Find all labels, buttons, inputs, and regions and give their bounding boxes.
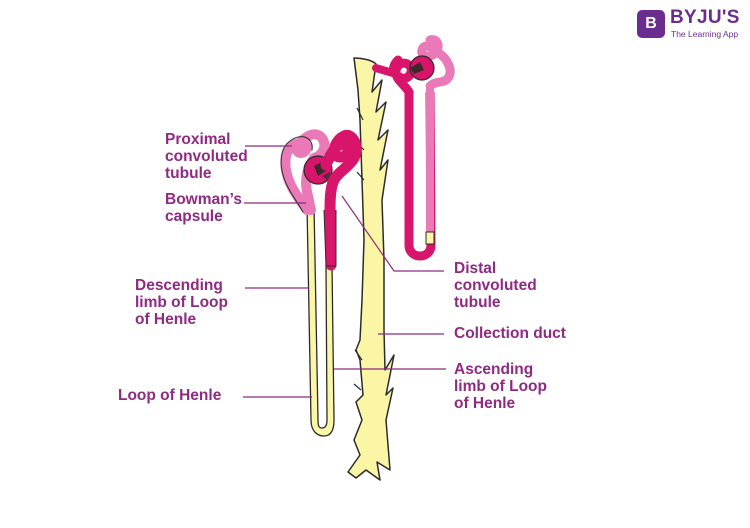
- label-line: Descending: [135, 277, 223, 294]
- label-line: Collection duct: [454, 325, 566, 342]
- label-descending-limb: Descending limb of Loop of Henle: [135, 277, 228, 328]
- label-loop-of-henle: Loop of Henle: [118, 387, 221, 404]
- label-line: Distal: [454, 260, 497, 277]
- label-line: Loop of Henle: [118, 387, 222, 404]
- byjus-tagline: The Learning App: [671, 29, 739, 39]
- label-line: Proximal: [165, 131, 231, 148]
- label-line: tubule: [165, 165, 212, 182]
- right-proximal-tubule: [417, 35, 455, 91]
- proximal-convoluted-tubule-outline: [280, 136, 313, 213]
- label-line: Ascending: [454, 361, 534, 378]
- label-line: tubule: [454, 294, 501, 311]
- byjus-logo: B BYJU'S The Learning App: [637, 8, 747, 42]
- label-line: limb of Loop: [454, 378, 547, 395]
- label-bowmans-capsule: Bowman’s capsule: [165, 191, 242, 225]
- byjus-logo-badge: B: [637, 10, 665, 38]
- label-line: limb of Loop: [135, 294, 228, 311]
- distal-convoluted-tubule: [320, 129, 362, 271]
- label-line: capsule: [165, 208, 223, 225]
- label-line: convoluted: [165, 148, 248, 165]
- label-collection-duct: Collection duct: [454, 325, 566, 342]
- label-line: convoluted: [454, 277, 537, 294]
- leader-dct: [341, 195, 444, 272]
- byjus-logo-letter: B: [645, 15, 657, 32]
- label-line: of Henle: [135, 311, 197, 328]
- distal-convoluted-tubule-outline: [323, 209, 337, 267]
- right-ascending-limb: [404, 91, 436, 261]
- leader-lines: [243, 145, 446, 398]
- right-glomerulus-vessel: [410, 62, 424, 74]
- label-line: of Henle: [454, 395, 516, 412]
- byjus-brand-name: BYJU'S: [670, 7, 740, 28]
- right-distal-to-duct: [372, 64, 400, 78]
- right-loop-end: [425, 231, 435, 245]
- label-ascending-limb: Ascending limb of Loop of Henle: [454, 361, 547, 412]
- label-distal-convoluted-tubule: Distal convoluted tubule: [454, 260, 537, 311]
- label-line: Bowman’s: [165, 191, 242, 208]
- collection-duct: [347, 57, 395, 481]
- label-proximal-convoluted-tubule: Proximal convoluted tubule: [165, 131, 248, 182]
